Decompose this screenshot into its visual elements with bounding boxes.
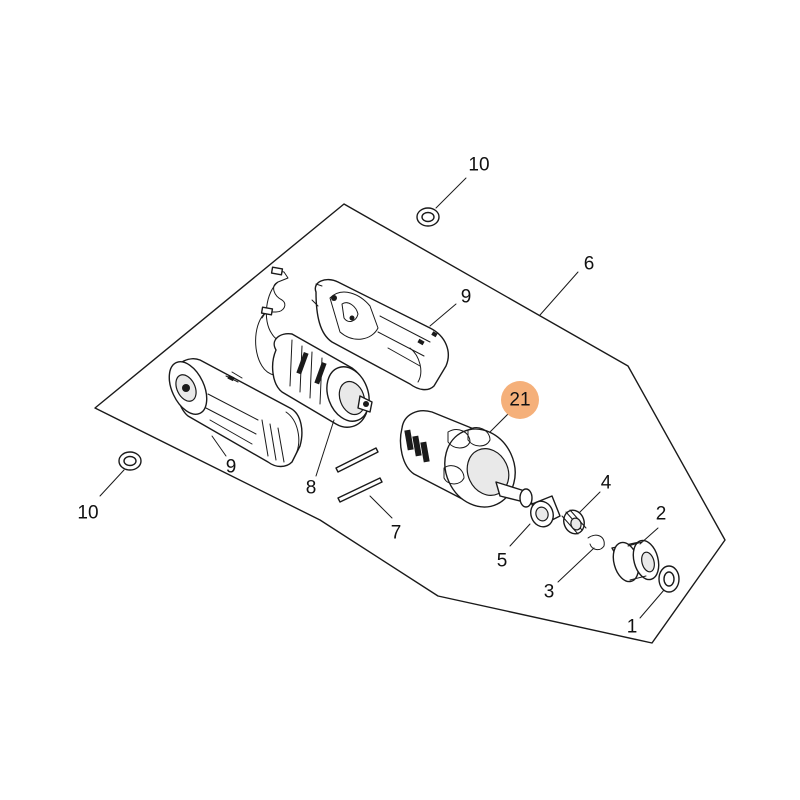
clip[interactable] xyxy=(587,534,605,551)
assembly-outline xyxy=(94,203,726,644)
callout-label: 1 xyxy=(627,617,638,638)
callout-label: 4 xyxy=(601,473,612,494)
washer-right[interactable] xyxy=(658,565,680,593)
callout-label: 10 xyxy=(468,155,489,176)
gear-housing[interactable] xyxy=(399,410,533,519)
highlight-circle xyxy=(501,381,539,419)
callout-9-upper[interactable]: 9 xyxy=(461,287,472,308)
callout-label: 3 xyxy=(544,582,555,603)
callout-label: 2 xyxy=(656,504,667,525)
washer-left[interactable] xyxy=(118,451,142,471)
callout-label: 9 xyxy=(226,457,237,478)
callout-label: 21 xyxy=(509,390,530,411)
callout-7[interactable]: 7 xyxy=(391,523,402,544)
callout-label: 7 xyxy=(391,523,402,544)
callout-2[interactable]: 2 xyxy=(656,504,667,525)
callout-8[interactable]: 8 xyxy=(306,478,317,499)
callout-1[interactable]: 1 xyxy=(627,617,638,638)
callout-3[interactable]: 3 xyxy=(544,582,555,603)
motor-assembly[interactable] xyxy=(255,266,377,428)
callout-4[interactable]: 4 xyxy=(601,473,612,494)
leader-lines xyxy=(99,177,665,619)
spring[interactable] xyxy=(560,507,587,536)
callout-9-lower[interactable]: 9 xyxy=(226,457,237,478)
callout-label: 8 xyxy=(306,478,317,499)
callout-label: 5 xyxy=(497,551,508,572)
callout-10-left[interactable]: 10 xyxy=(77,503,98,524)
callout-21[interactable]: 21 xyxy=(501,381,539,419)
callout-label: 9 xyxy=(461,287,472,308)
callout-label: 6 xyxy=(584,254,595,275)
pinion[interactable] xyxy=(609,538,663,585)
housing-lower[interactable] xyxy=(162,356,303,468)
bushing[interactable] xyxy=(527,495,561,530)
callout-6[interactable]: 6 xyxy=(584,254,595,275)
callout-5[interactable]: 5 xyxy=(497,551,508,572)
washer-top[interactable] xyxy=(416,207,440,227)
pins[interactable] xyxy=(335,447,383,503)
callout-10-top[interactable]: 10 xyxy=(468,155,489,176)
callout-label: 10 xyxy=(77,503,98,524)
housing-shell-upper[interactable] xyxy=(311,278,449,391)
